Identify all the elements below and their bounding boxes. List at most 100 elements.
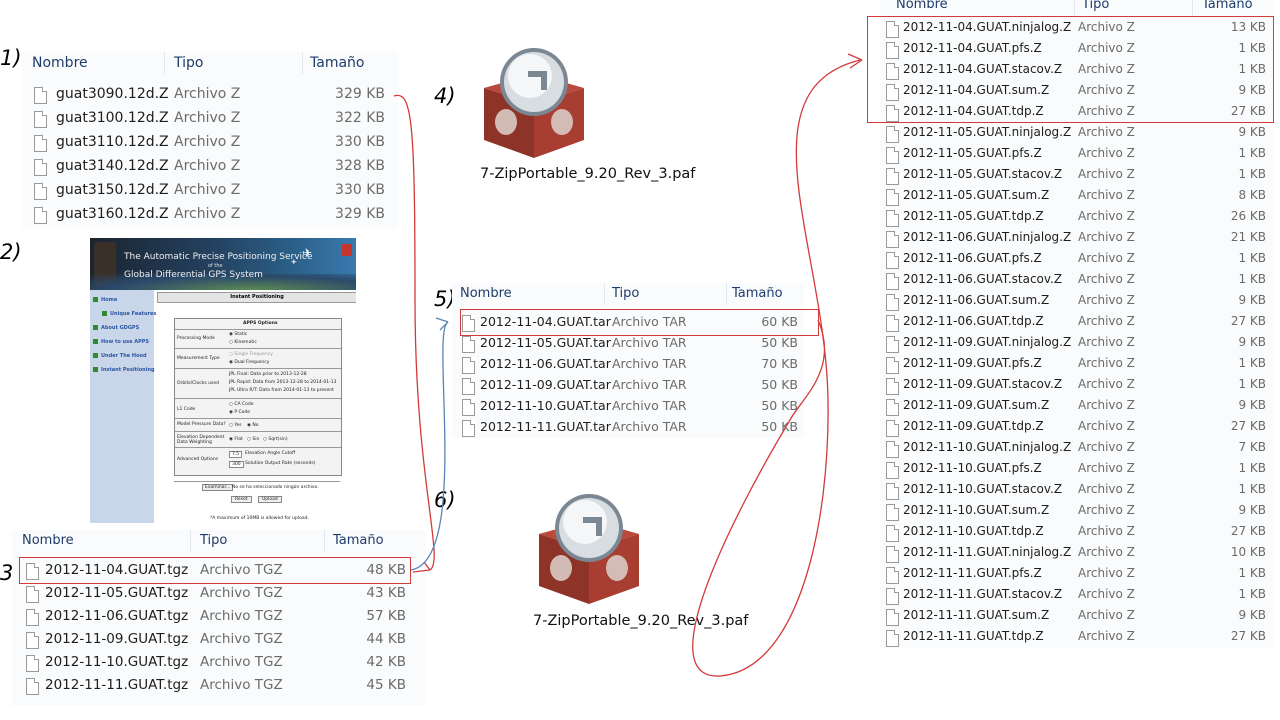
satellite-icon: ✦ (290, 258, 298, 268)
column-header-size[interactable]: Tamaño (310, 55, 365, 71)
nav-unique-features[interactable]: Unique Features (102, 311, 156, 317)
nav-about-gdgps[interactable]: About GDGPS (93, 325, 139, 331)
file-type: Archivo Z (174, 182, 241, 198)
reset-button[interactable]: Reset (231, 496, 252, 503)
radio-single-frequency[interactable]: ○ Single Frequency (229, 352, 273, 357)
nav-under-the-hood[interactable]: Under The Hood (93, 353, 147, 359)
file-name: guat3160.12d.Z (56, 206, 169, 222)
radio-weight-flat[interactable]: ◉ Flat (229, 437, 243, 442)
column-header-type[interactable]: Tipo (1082, 0, 1110, 12)
file-type: Archivo Z (1078, 314, 1135, 328)
file-icon (886, 210, 899, 227)
nav-instant-positioning[interactable]: Instant Positioning (93, 367, 155, 373)
radio-dual-frequency[interactable]: ◉ Dual Frequency (229, 360, 270, 365)
nav-home[interactable]: Home (93, 297, 117, 303)
column-header-size[interactable]: Tamaño (732, 286, 783, 301)
column-header-type[interactable]: Tipo (200, 533, 228, 548)
file-icon (34, 183, 47, 200)
radio-weight-sqrt[interactable]: ○ Sqrt(sin) (263, 437, 288, 442)
column-header-type[interactable]: Tipo (612, 286, 640, 301)
radio-static[interactable]: ◉ Static (229, 332, 248, 337)
radio-kinematic[interactable]: ○ Kinematic (229, 340, 257, 345)
column-header-name[interactable]: Nombre (32, 55, 88, 71)
file-icon (886, 357, 899, 374)
file-icon (886, 315, 899, 332)
7zip-portable-label[interactable]: 7-ZipPortable_9.20_Rev_3.paf (480, 166, 696, 182)
file-name: 2012-11-11.GUAT.tdp.Z (903, 629, 1044, 643)
upload-button[interactable]: Upload (258, 496, 282, 503)
radio-pressure-no[interactable]: ◉ No (247, 423, 259, 428)
column-header-name[interactable]: Nombre (22, 533, 74, 548)
radio-p-code[interactable]: ◉ P Code (229, 410, 251, 415)
file-icon (886, 189, 899, 206)
nav-how-to-use[interactable]: How to use APPS (93, 339, 149, 345)
file-size: 328 KB (335, 158, 385, 174)
7zip-portable-icon[interactable] (531, 490, 647, 608)
7zip-portable-icon[interactable] (476, 44, 592, 162)
cutoff-input[interactable]: 7.5 (229, 451, 243, 458)
file-name: 2012-11-09.GUAT.stacov.Z (903, 377, 1063, 391)
browse-button[interactable]: Examinar... (202, 484, 234, 491)
column-header-name[interactable]: Nombre (896, 0, 948, 12)
radio-pressure-yes[interactable]: ○ Yes (229, 423, 242, 428)
radio-weight-sin[interactable]: ○ Sin (247, 437, 260, 442)
file-type: Archivo Z (174, 86, 241, 102)
arrow-head (435, 317, 449, 331)
column-header-size[interactable]: Tamaño (1202, 0, 1253, 12)
column-header-type[interactable]: Tipo (174, 55, 204, 71)
file-name: 2012-11-05.GUAT.tgz (45, 585, 189, 601)
file-size: 1 KB (1238, 587, 1266, 601)
column-header-size[interactable]: Tamaño (333, 533, 384, 548)
column-header-name[interactable]: Nombre (460, 286, 512, 301)
rate-input[interactable]: 300 (229, 461, 244, 468)
radio-ca-code[interactable]: ○ CA Code (229, 402, 254, 407)
